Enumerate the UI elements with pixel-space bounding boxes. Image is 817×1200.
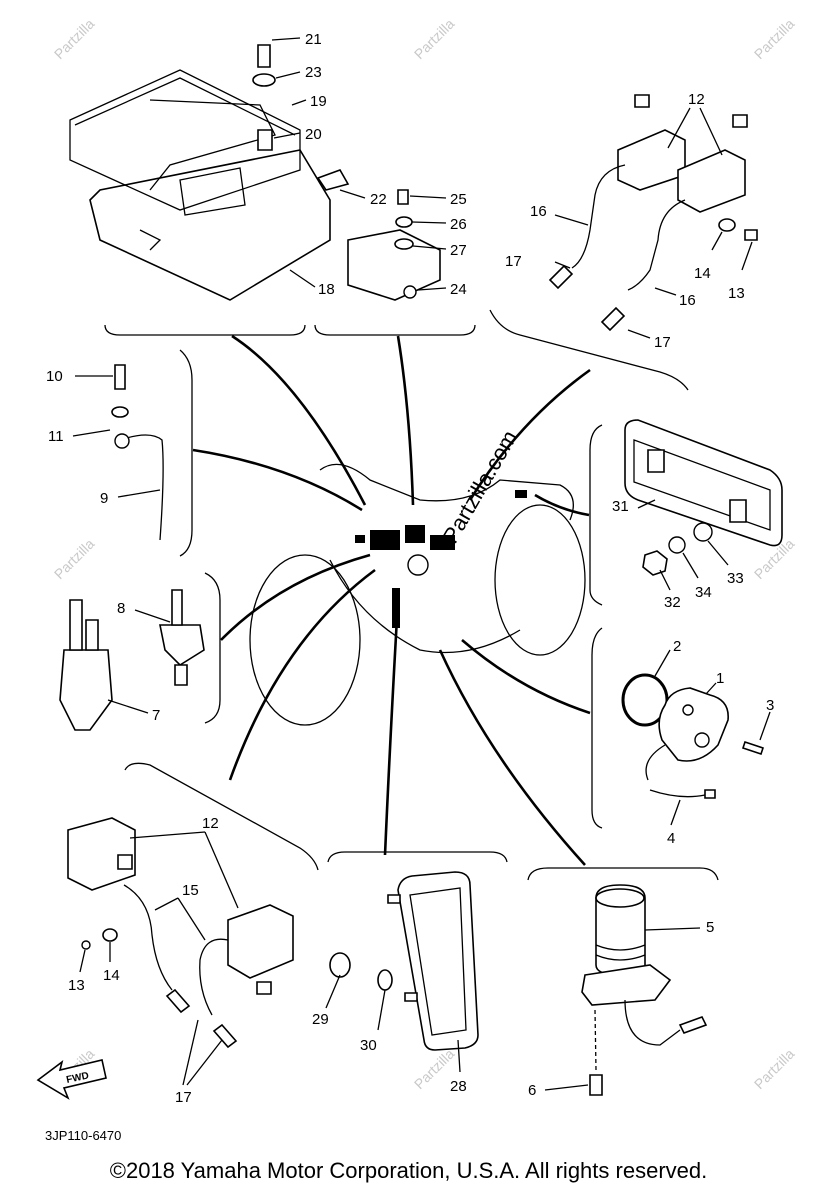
lamp-group <box>624 419 783 591</box>
group-brackets <box>104 309 719 881</box>
switch-group <box>59 589 205 731</box>
callout-32: 32 <box>664 594 681 611</box>
copyright-notice: ©2018 Yamaha Motor Corporation, U.S.A. A… <box>109 1158 708 1183</box>
callout-14: 14 <box>103 967 120 984</box>
diagram-code: 3JP110-6470 <box>45 1128 121 1143</box>
callout-30: 30 <box>360 1037 377 1054</box>
callout-33: 33 <box>727 570 744 587</box>
ignition-coil-group-top <box>548 94 758 339</box>
ecu-unit-icon <box>89 149 331 301</box>
callout-17: 17 <box>175 1089 192 1106</box>
callout-20: 20 <box>305 126 322 143</box>
callout-19: 19 <box>310 93 327 110</box>
watermark: Partzilla <box>751 1045 798 1092</box>
callout-10: 10 <box>46 368 63 385</box>
callout-17: 17 <box>654 334 671 351</box>
callout-14: 14 <box>694 265 711 282</box>
callout-7: 7 <box>152 707 160 724</box>
callout-6: 6 <box>528 1082 536 1099</box>
callout-21: 21 <box>305 31 322 48</box>
ignition-coil-group-bottom <box>67 817 294 1086</box>
callout-13: 13 <box>728 285 745 302</box>
watermark: Partzilla <box>51 15 98 62</box>
leader-lines <box>192 334 591 866</box>
callout-11: 11 <box>48 428 64 445</box>
sender-group <box>621 649 771 826</box>
callout-17: 17 <box>505 253 522 270</box>
callout-9: 9 <box>100 490 108 507</box>
ground-lead-group <box>72 364 164 541</box>
fwd-label: FWD <box>65 1070 90 1085</box>
ignition-coil-icon <box>617 129 686 191</box>
callout-22: 22 <box>370 191 387 208</box>
motorcycle-outline <box>249 463 586 726</box>
callout-29: 29 <box>312 1011 329 1028</box>
callout-16: 16 <box>530 203 547 220</box>
reflector-icon <box>397 871 479 1051</box>
callout-1: 1 <box>716 670 724 687</box>
callout-12: 12 <box>688 91 705 108</box>
forward-arrow-icon: FWD <box>36 1059 107 1100</box>
callout-16: 16 <box>679 292 696 309</box>
callout-25: 25 <box>450 191 467 208</box>
callout-3: 3 <box>766 697 774 714</box>
callout-12: 12 <box>202 815 219 832</box>
ecu-group <box>69 37 447 301</box>
callout-27: 27 <box>450 242 467 259</box>
callout-34: 34 <box>695 584 712 601</box>
callout-18: 18 <box>318 281 335 298</box>
callout-8: 8 <box>117 600 125 617</box>
callout-2: 2 <box>673 638 681 655</box>
callout-24: 24 <box>450 281 467 298</box>
reflector-group <box>325 871 479 1073</box>
callout-13: 13 <box>68 977 85 994</box>
callout-23: 23 <box>305 64 322 81</box>
switch-sensor-icon <box>59 649 113 731</box>
callout-28: 28 <box>450 1078 467 1095</box>
relay-group <box>544 884 708 1096</box>
callout-4: 4 <box>667 830 675 847</box>
callout-31: 31 <box>612 498 629 515</box>
watermark: Partzilla <box>51 535 98 582</box>
callout-15: 15 <box>182 882 199 899</box>
watermark: Partzilla <box>411 15 458 62</box>
callout-5: 5 <box>706 919 714 936</box>
watermark: Partzilla <box>751 15 798 62</box>
callout-26: 26 <box>450 216 467 233</box>
